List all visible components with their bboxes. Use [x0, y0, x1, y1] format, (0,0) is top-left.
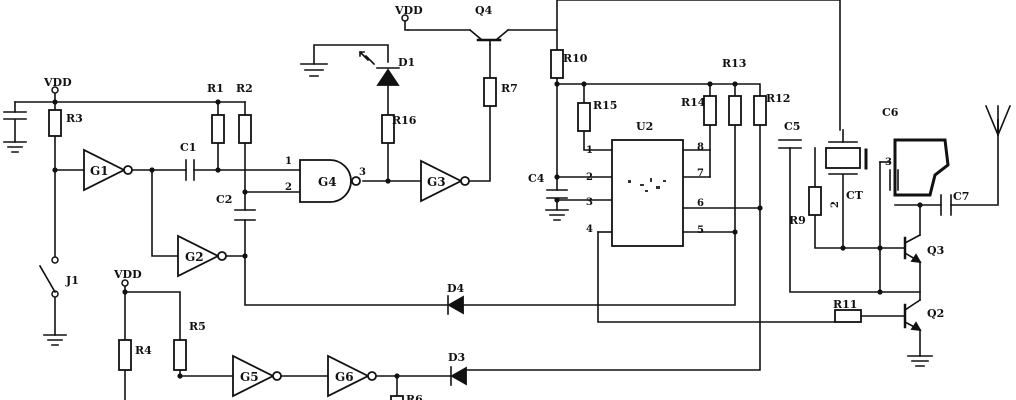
c7-label: C7: [953, 190, 969, 203]
capacitors: [3, 111, 952, 221]
r7-label: R7: [501, 82, 518, 95]
r5-label: R5: [189, 320, 206, 333]
r5-body: [173, 339, 187, 371]
ct-pin-2: 2: [830, 201, 841, 208]
r9-body: [808, 186, 822, 216]
transistors: [468, 28, 922, 332]
u2-pin-8: 8: [697, 142, 704, 153]
c6-pin-3: 3: [885, 157, 892, 168]
u2-pin-6: 6: [697, 198, 704, 209]
r4-body: [118, 339, 132, 371]
u2-pin-5: 5: [697, 225, 704, 236]
g6-label: G6: [335, 370, 354, 384]
crystal-ct: [825, 141, 868, 175]
r16-body: [381, 114, 395, 144]
r1-label: R1: [207, 82, 224, 95]
u2-pin-1: 1: [586, 145, 593, 156]
r9-label: R9: [789, 214, 806, 227]
r14-body: [703, 95, 717, 126]
g2-label: G2: [185, 250, 204, 264]
junction-dots: [52, 81, 923, 379]
resistors: [48, 49, 862, 400]
d3-label: D3: [448, 351, 465, 364]
r6-body: [390, 395, 404, 400]
g3-body: [420, 159, 464, 203]
g5-body: [232, 354, 276, 398]
r16-label: R16: [392, 114, 417, 127]
r12-body: [753, 95, 767, 126]
r6-label: R6: [406, 393, 423, 400]
r11-label: R11: [833, 298, 857, 311]
g4-pin-2: 2: [285, 182, 292, 193]
r1-body: [211, 114, 225, 144]
g1-body: [83, 148, 127, 192]
vdd-label-top: VDD: [394, 4, 423, 17]
g4-body: [299, 159, 352, 203]
g4-label: G4: [318, 175, 337, 189]
u2-pin-4: 4: [586, 224, 593, 235]
r10-body: [550, 49, 564, 79]
q4-label: Q4: [475, 4, 493, 17]
c6-label: C6: [882, 106, 899, 119]
r3-label: R3: [66, 112, 83, 125]
r4-label: R4: [135, 344, 152, 357]
gates: [83, 148, 470, 398]
ground-symbols: [3, 63, 933, 367]
r2-label: R2: [236, 82, 253, 95]
c1-label: C1: [180, 141, 196, 154]
u2-pin-3: 3: [586, 197, 593, 208]
ic-noise: [628, 178, 666, 192]
switch-j1: [38, 256, 59, 298]
g4-pin-3: 3: [359, 167, 366, 178]
r14-label: R14: [681, 96, 706, 109]
c6-coil: [889, 138, 950, 197]
r12-label: R12: [766, 92, 790, 105]
r11-body: [834, 309, 862, 323]
u2-pin-7: 7: [697, 168, 704, 179]
ic-u2: [611, 139, 684, 247]
wires: [14, 0, 999, 400]
g2-body: [177, 234, 221, 278]
u2-pin-2: 2: [586, 172, 593, 183]
vdd-label-bottom: VDD: [113, 268, 142, 281]
c4-label: C4: [528, 172, 545, 185]
q3-label: Q3: [927, 244, 944, 257]
d4-label: D4: [447, 282, 465, 295]
c5-label: C5: [784, 120, 800, 133]
labels: VDD VDD VDD R3 R1 R2 R16 R7 R10 R15 R14 …: [43, 4, 969, 400]
diodes: [358, 50, 467, 386]
antenna-icon: [984, 104, 1012, 137]
r10-label: R10: [563, 52, 588, 65]
r3-body: [48, 109, 62, 137]
g6-body: [327, 354, 371, 398]
g1-label: G1: [90, 164, 109, 178]
q2-label: Q2: [927, 307, 944, 320]
g3-label: G3: [427, 175, 446, 189]
u2-label: U2: [636, 120, 653, 133]
g5-label: G5: [240, 370, 259, 384]
ct-label: CT: [846, 189, 864, 202]
c2-label: C2: [216, 193, 232, 206]
r7-body: [483, 77, 497, 107]
d1-label: D1: [398, 56, 415, 69]
r13-label: R13: [722, 57, 746, 70]
g4-pin-1: 1: [285, 156, 292, 167]
vdd-label-left: VDD: [43, 76, 72, 89]
vdd-terminals: [51, 14, 409, 287]
r13-body: [728, 95, 742, 126]
r2-body: [238, 114, 252, 144]
r15-body: [577, 102, 591, 132]
j1-label: J1: [65, 274, 79, 287]
r15-label: R15: [593, 99, 617, 112]
